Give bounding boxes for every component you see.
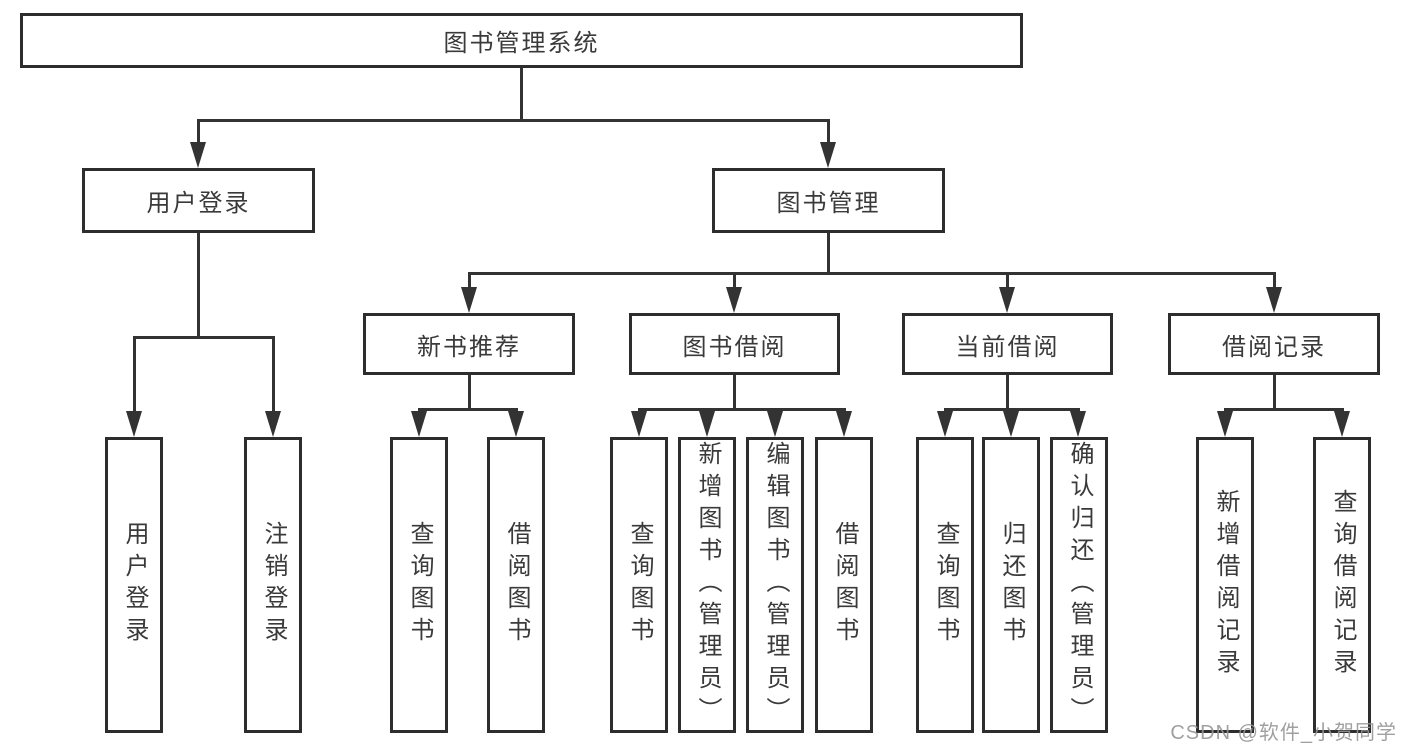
connector-stub <box>943 408 947 413</box>
leaf-confirm-return-admin: 确认归还（管理员） <box>1050 437 1108 733</box>
arrowhead-down-icon <box>460 287 477 313</box>
arrowhead-down-icon <box>264 411 281 437</box>
leaf-query-books-borrowing-label: 查询图书 <box>626 521 653 649</box>
connector-stub <box>1272 272 1276 289</box>
arrowhead-down-icon <box>1070 411 1086 437</box>
node-current-borrowing: 当前借阅 <box>902 313 1113 375</box>
node-root-label: 图书管理系统 <box>443 30 600 57</box>
leaf-query-books-current: 查询图书 <box>916 437 974 733</box>
leaf-edit-book-admin-label: 编辑图书（管理员） <box>762 441 789 729</box>
connector-stub <box>514 408 518 413</box>
leaf-return-book-label: 归还图书 <box>998 521 1025 649</box>
connector-stub <box>705 408 709 413</box>
leaf-edit-book-admin: 编辑图书（管理员） <box>746 437 804 733</box>
connector-vline <box>827 233 830 275</box>
connector-stub <box>1340 408 1344 413</box>
arrowhead-down-icon <box>1333 411 1350 437</box>
leaf-borrow-books-borrowing-label: 借阅图书 <box>831 521 858 649</box>
connector-vline <box>1006 375 1009 411</box>
leaf-return-book: 归还图书 <box>982 437 1040 733</box>
leaf-query-books-borrowing: 查询图书 <box>610 437 668 733</box>
connector-stub <box>1006 272 1009 289</box>
node-root: 图书管理系统 <box>20 13 1023 68</box>
leaf-logout: 注销登录 <box>244 437 302 733</box>
connector-stub <box>827 119 830 144</box>
connector-stub <box>733 272 736 289</box>
leaf-query-books-current-label: 查询图书 <box>932 521 959 649</box>
node-book-borrowing: 图书借阅 <box>629 313 840 375</box>
leaf-user-login: 用户登录 <box>105 437 163 733</box>
arrowhead-down-icon <box>999 287 1015 313</box>
arrowhead-down-icon <box>125 411 142 437</box>
connector-hline <box>132 336 275 339</box>
connector-vline <box>1272 375 1276 411</box>
connector-vline <box>733 375 736 411</box>
connector-stub <box>842 408 846 413</box>
connector-stub <box>773 408 777 413</box>
connector-stub <box>467 272 471 289</box>
leaf-add-borrow-record-label: 新增借阅记录 <box>1212 489 1239 681</box>
leaf-borrow-books-recommend: 借阅图书 <box>487 437 545 733</box>
connector-hline <box>637 408 846 411</box>
watermark-text: CSDN @软件_小贺同学 <box>1170 722 1397 744</box>
arrowhead-down-icon <box>1216 411 1233 437</box>
connector-stub <box>132 336 136 413</box>
connector-stub <box>637 408 641 413</box>
leaf-user-login-label: 用户登录 <box>121 521 148 649</box>
connector-vline <box>197 233 200 339</box>
connector-hline <box>197 119 830 122</box>
node-book-management-label: 图书管理 <box>776 190 881 217</box>
leaf-borrow-books-borrowing: 借阅图书 <box>815 437 873 733</box>
node-user-login: 用户登录 <box>82 168 315 233</box>
arrowhead-down-icon <box>820 142 836 168</box>
arrowhead-down-icon <box>1002 411 1019 437</box>
arrowhead-down-icon <box>936 411 953 437</box>
arrowhead-down-icon <box>190 142 206 168</box>
node-book-management: 图书管理 <box>712 168 945 233</box>
node-borrow-records-label: 借阅记录 <box>1222 333 1326 361</box>
leaf-confirm-return-admin-label: 确认归还（管理员） <box>1066 441 1093 729</box>
connector-hline <box>467 272 1276 275</box>
leaf-query-borrow-record: 查询借阅记录 <box>1313 437 1371 733</box>
connector-stub <box>271 336 275 413</box>
arrowhead-down-icon <box>698 411 715 437</box>
connector-stub <box>417 408 421 413</box>
leaf-logout-label: 注销登录 <box>260 521 287 649</box>
leaf-query-books-recommend-label: 查询图书 <box>406 521 433 649</box>
arrowhead-down-icon <box>1265 287 1282 313</box>
leaf-add-book-admin: 新增图书（管理员） <box>678 437 736 733</box>
node-user-login-label: 用户登录 <box>146 190 251 217</box>
leaf-add-book-admin-label: 新增图书（管理员） <box>694 441 721 729</box>
connector-hline <box>417 408 518 411</box>
leaf-query-borrow-record-label: 查询借阅记录 <box>1329 489 1356 681</box>
arrowhead-down-icon <box>410 411 427 437</box>
connector-stub <box>197 119 200 144</box>
node-current-borrowing-label: 当前借阅 <box>955 333 1060 361</box>
node-borrow-records: 借阅记录 <box>1168 313 1380 375</box>
leaf-query-books-recommend: 查询图书 <box>390 437 448 733</box>
arrowhead-down-icon <box>726 287 742 313</box>
connector-vline <box>520 68 523 122</box>
connector-stub <box>1009 408 1013 413</box>
node-new-book-recommend: 新书推荐 <box>363 313 575 375</box>
leaf-add-borrow-record: 新增借阅记录 <box>1196 437 1254 733</box>
connector-hline <box>1223 408 1344 411</box>
node-new-book-recommend-label: 新书推荐 <box>417 333 521 361</box>
arrowhead-down-icon <box>835 411 852 437</box>
connector-stub <box>1223 408 1227 413</box>
arrowhead-down-icon <box>630 411 647 437</box>
connector-stub <box>1077 408 1080 413</box>
arrowhead-down-icon <box>766 411 783 437</box>
connector-vline <box>467 375 471 411</box>
node-book-borrowing-label: 图书借阅 <box>682 333 787 361</box>
arrowhead-down-icon <box>507 411 524 437</box>
leaf-borrow-books-recommend-label: 借阅图书 <box>503 521 530 649</box>
